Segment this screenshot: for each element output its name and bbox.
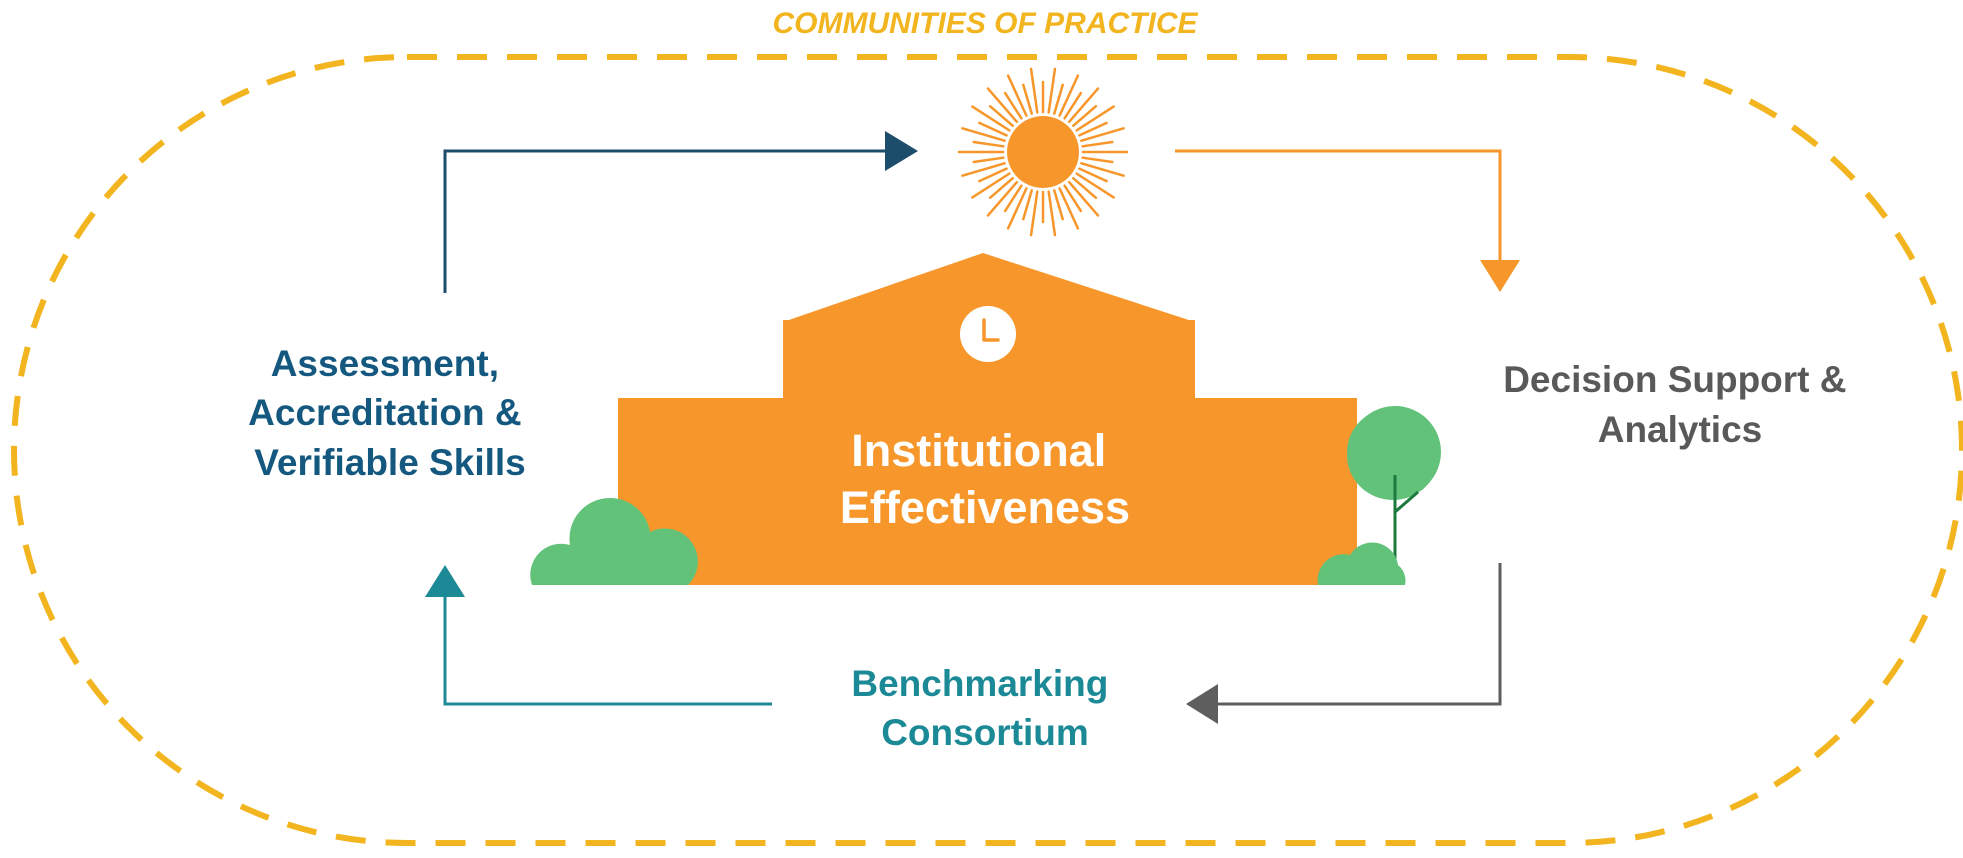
institution-building	[618, 253, 1357, 585]
arrow-sun-to-decision	[1175, 149, 1520, 292]
arrow-assessment-to-sun	[443, 131, 918, 293]
arrow-decision-to-benchmarking	[1186, 563, 1502, 724]
sun-icon	[957, 67, 1129, 237]
institutional-effectiveness-title: Institutional Effectiveness	[840, 425, 1130, 533]
left-bush-icon	[530, 497, 698, 585]
assessment-node-label: Assessment, Accreditation & Verifiable S…	[248, 343, 532, 483]
decision-support-node-label: Decision Support & Analytics	[1503, 359, 1857, 450]
tree-icon	[1317, 406, 1441, 585]
communities-loop	[11, 54, 1963, 846]
arrow-benchmarking-to-assessment	[425, 565, 772, 706]
benchmarking-node-label: Benchmarking Consortium	[851, 663, 1118, 753]
clock-icon	[960, 306, 1016, 362]
communities-banner: COMMUNITIES OF PRACTICE	[773, 7, 1199, 40]
